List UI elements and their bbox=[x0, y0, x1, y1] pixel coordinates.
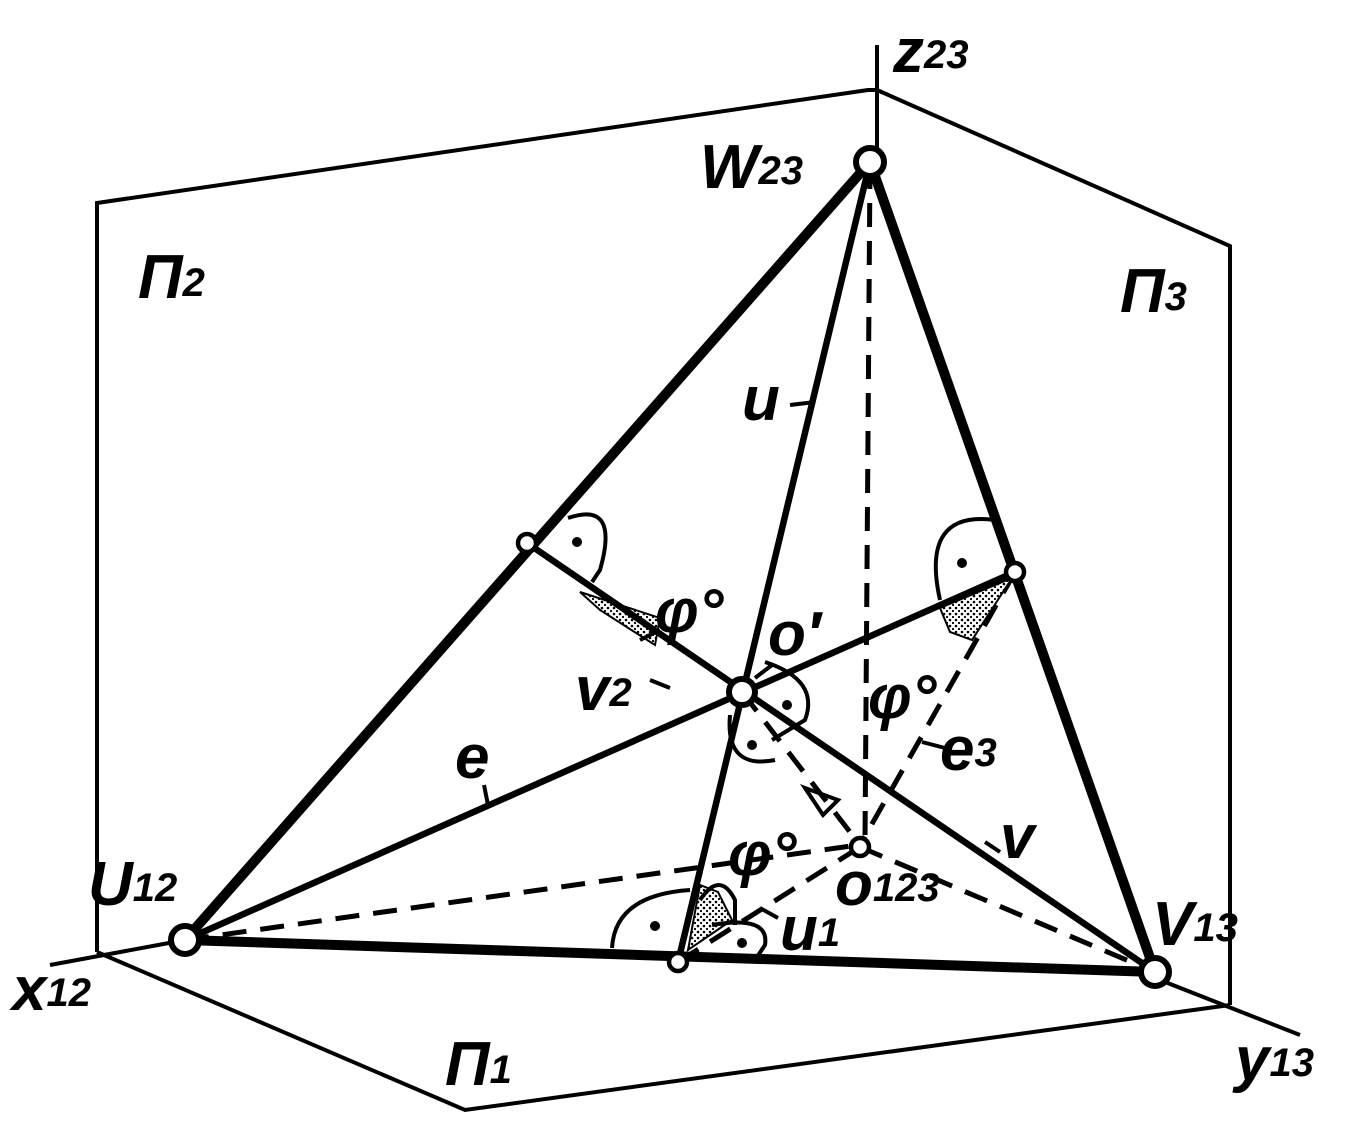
arc-right-angle-right bbox=[933, 517, 996, 601]
dot-bottom-right bbox=[737, 938, 747, 948]
triangle-marker bbox=[799, 784, 842, 819]
arc-right-angle-top bbox=[567, 512, 608, 584]
point-u12 bbox=[168, 923, 202, 957]
point-v2-foot bbox=[515, 531, 539, 555]
dot-o-upper bbox=[782, 700, 792, 710]
label-u1: u1 bbox=[780, 895, 840, 964]
line-u bbox=[674, 158, 874, 966]
label-e: e bbox=[455, 723, 489, 792]
label-x12: x12 bbox=[9, 955, 91, 1024]
label-z23: z23 bbox=[892, 17, 969, 86]
point-u1-foot bbox=[666, 950, 690, 974]
label-phi-top: φ° bbox=[655, 577, 725, 646]
label-u: u bbox=[742, 365, 780, 434]
arc-right-angle-bottom-left bbox=[610, 888, 691, 949]
label-y13: y13 bbox=[1232, 1025, 1314, 1094]
dashed-e3 bbox=[857, 570, 1018, 847]
arc-right-angle-bottom-right bbox=[711, 920, 768, 962]
points bbox=[168, 145, 1172, 989]
plane-p2-frame bbox=[95, 88, 877, 952]
label-v: v bbox=[1000, 803, 1038, 872]
plane-p3-frame bbox=[876, 88, 1232, 1005]
label-v2: v2 bbox=[575, 655, 632, 724]
point-v13 bbox=[1138, 955, 1172, 989]
dot-bottom-left bbox=[650, 921, 660, 931]
label-w23: W23 bbox=[700, 133, 803, 202]
dot-right bbox=[957, 558, 967, 568]
arc-right-angle-o-lower bbox=[727, 714, 776, 764]
label-u12: U12 bbox=[88, 850, 177, 919]
point-o123 bbox=[848, 835, 872, 859]
axis-y bbox=[1159, 978, 1301, 1037]
dashed-lines bbox=[184, 164, 1151, 973]
label-v13: V13 bbox=[1152, 890, 1238, 959]
dot-o-lower bbox=[747, 740, 757, 750]
line-e bbox=[181, 568, 1019, 944]
line-v bbox=[523, 539, 1159, 976]
label-p3: П3 bbox=[1120, 257, 1187, 326]
tick-e bbox=[482, 784, 490, 806]
angle-arcs bbox=[567, 512, 996, 962]
tick-u1 bbox=[759, 906, 779, 920]
dashed-o-to-o123 bbox=[740, 690, 862, 847]
tick-v2 bbox=[649, 678, 671, 690]
arc-phi-bottom bbox=[698, 883, 737, 925]
point-w23 bbox=[853, 145, 887, 179]
plane-p1-frame bbox=[96, 950, 1231, 1113]
label-p2: П2 bbox=[138, 243, 205, 312]
tick-v bbox=[983, 840, 1002, 854]
label-o123: o123 bbox=[835, 850, 940, 919]
angle-fill-bottom bbox=[686, 883, 734, 953]
angle-fill-top bbox=[579, 591, 662, 647]
dashed-o123-to-v bbox=[859, 844, 1151, 973]
point-e3-foot bbox=[1003, 560, 1027, 584]
dot-top bbox=[572, 537, 582, 547]
arc-right-angle-o-upper bbox=[764, 660, 811, 742]
tick-e3 bbox=[921, 740, 946, 750]
dashed-w-to-o123 bbox=[862, 164, 873, 841]
label-p1: П1 bbox=[445, 1030, 512, 1099]
point-o-prime bbox=[726, 676, 758, 708]
plane-frames bbox=[49, 45, 1301, 1113]
text-labels: z23 W23 П2 П3 П1 U12 V13 x12 y13 o123 v2 bbox=[9, 17, 1314, 1099]
label-e3: e3 bbox=[940, 715, 997, 784]
label-phi-bottom: φ° bbox=[728, 820, 798, 889]
angle-dots bbox=[572, 537, 967, 948]
axis-x bbox=[49, 938, 186, 967]
label-o-prime: o′ bbox=[768, 600, 824, 669]
label-phi-right: φ° bbox=[868, 663, 938, 732]
angle-fill-right bbox=[938, 575, 1015, 642]
tick-o-prime bbox=[753, 663, 774, 680]
angle-fills bbox=[579, 575, 1015, 953]
